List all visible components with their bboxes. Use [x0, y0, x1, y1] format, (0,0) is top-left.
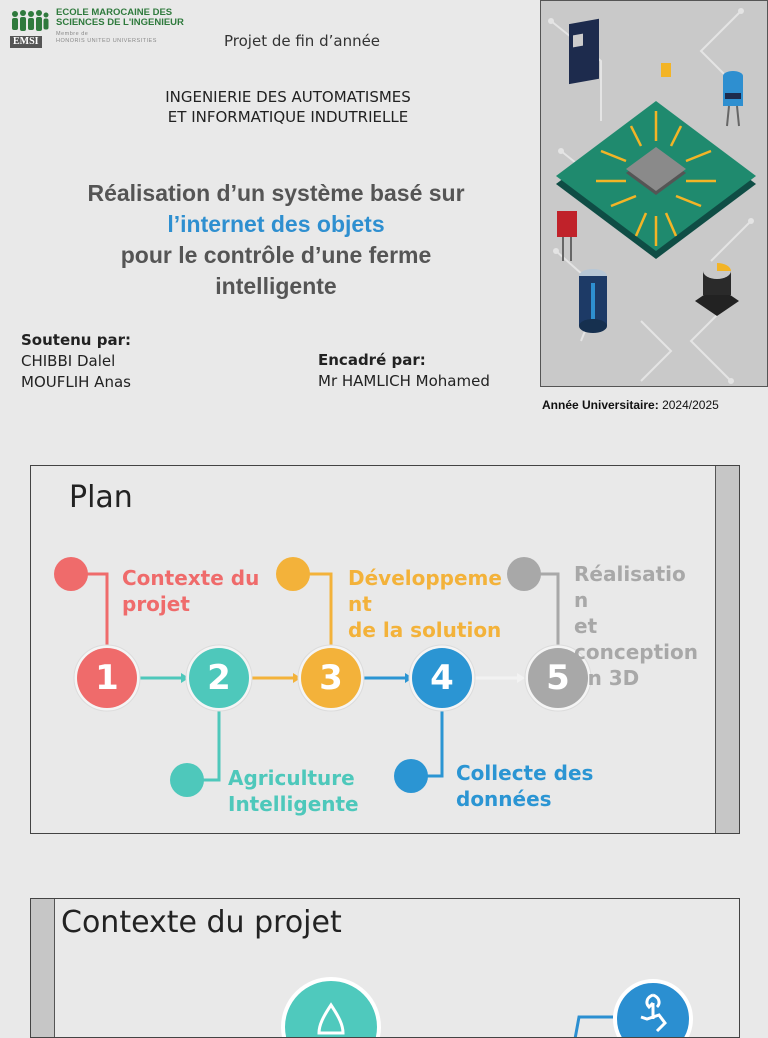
student-name: MOUFLIH Anas — [21, 373, 131, 391]
plan-title: Plan — [69, 480, 133, 515]
department-line1: INGENIERIE DES AUTOMATISMES — [165, 88, 411, 106]
context-slide: Contexte du projet — [30, 898, 740, 1038]
supervisor-block: Encadré par: Mr HAMLICH Mohamed — [318, 350, 490, 392]
logo-affiliation: Membre de HONORIS UNITED UNIVERSITIES — [56, 31, 157, 45]
step-number-3: 3 — [301, 648, 361, 708]
logo-school-name: ECOLE MAROCAINE DES SCIENCES DE L'INGENI… — [56, 8, 184, 28]
supervisor-name: Mr HAMLICH Mohamed — [318, 372, 490, 390]
student-name: CHIBBI Dalel — [21, 352, 116, 370]
students-block: Soutenu par: CHIBBI Dalel MOUFLIH Anas — [21, 330, 131, 393]
logo-sub2: HONORIS UNITED UNIVERSITIES — [56, 38, 157, 44]
title-accent: l’internet des objets — [167, 211, 385, 237]
people-figures-icon — [12, 10, 49, 31]
project-type: Projet de fin d’année — [224, 32, 381, 50]
step-number-4: 4 — [412, 648, 472, 708]
supervisor-label: Encadré par: — [318, 351, 426, 369]
step-number-5: 5 — [528, 648, 588, 708]
logo-line2: SCIENCES DE L'INGENIEUR — [56, 17, 184, 28]
step-label-4[interactable]: Collecte des données — [456, 761, 594, 811]
dot-4 — [394, 759, 428, 793]
department-line2: ET INFORMATIQUE INDUTRIELLE — [167, 108, 409, 126]
year-label: Année Universitaire: — [542, 398, 659, 412]
decorative-strip — [715, 466, 739, 833]
title-line3: pour le contrôle d’une ferme — [120, 242, 432, 268]
step-label-3[interactable]: Développeme nt de la solution — [348, 566, 502, 642]
context-title: Contexte du projet — [61, 905, 342, 940]
academic-year: Année Universitaire: 2024/2025 — [542, 398, 719, 412]
dot-2 — [170, 763, 204, 797]
title-line4: intelligente — [215, 273, 337, 299]
circuit-board-icon — [548, 8, 756, 384]
project-title: Réalisation d’un système basé sur l’inte… — [40, 178, 512, 302]
school-logo: EMSI ECOLE MAROCAINE DES SCIENCES DE L'I… — [10, 6, 190, 48]
decorative-strip — [31, 899, 55, 1037]
presented-by-label: Soutenu par: — [21, 331, 131, 349]
logo-emsi: EMSI — [10, 36, 42, 48]
logo-line1: ECOLE MAROCAINE DES — [56, 7, 173, 18]
step-number-2: 2 — [189, 648, 249, 708]
title-line1: Réalisation d’un système basé sur — [87, 180, 465, 206]
logo-sub1: Membre de — [56, 31, 89, 37]
water-drop-icon — [281, 977, 381, 1037]
dot-3 — [276, 557, 310, 591]
dot-5 — [507, 557, 541, 591]
step-label-5[interactable]: Réalisatio n et conception en 3D — [574, 562, 698, 690]
step-number-1: 1 — [77, 648, 137, 708]
department: INGENIERIE DES AUTOMATISMES ET INFORMATI… — [100, 87, 476, 127]
year-value: 2024/2025 — [662, 398, 719, 412]
plant-hand-icon — [613, 979, 693, 1037]
step-label-2[interactable]: Agriculture Intelligente — [228, 766, 359, 816]
circuit-illustration — [540, 0, 768, 387]
dot-1 — [54, 557, 88, 591]
step-label-1[interactable]: Contexte du projet — [122, 566, 260, 616]
plan-slide: Plan 1 2 — [30, 465, 740, 834]
